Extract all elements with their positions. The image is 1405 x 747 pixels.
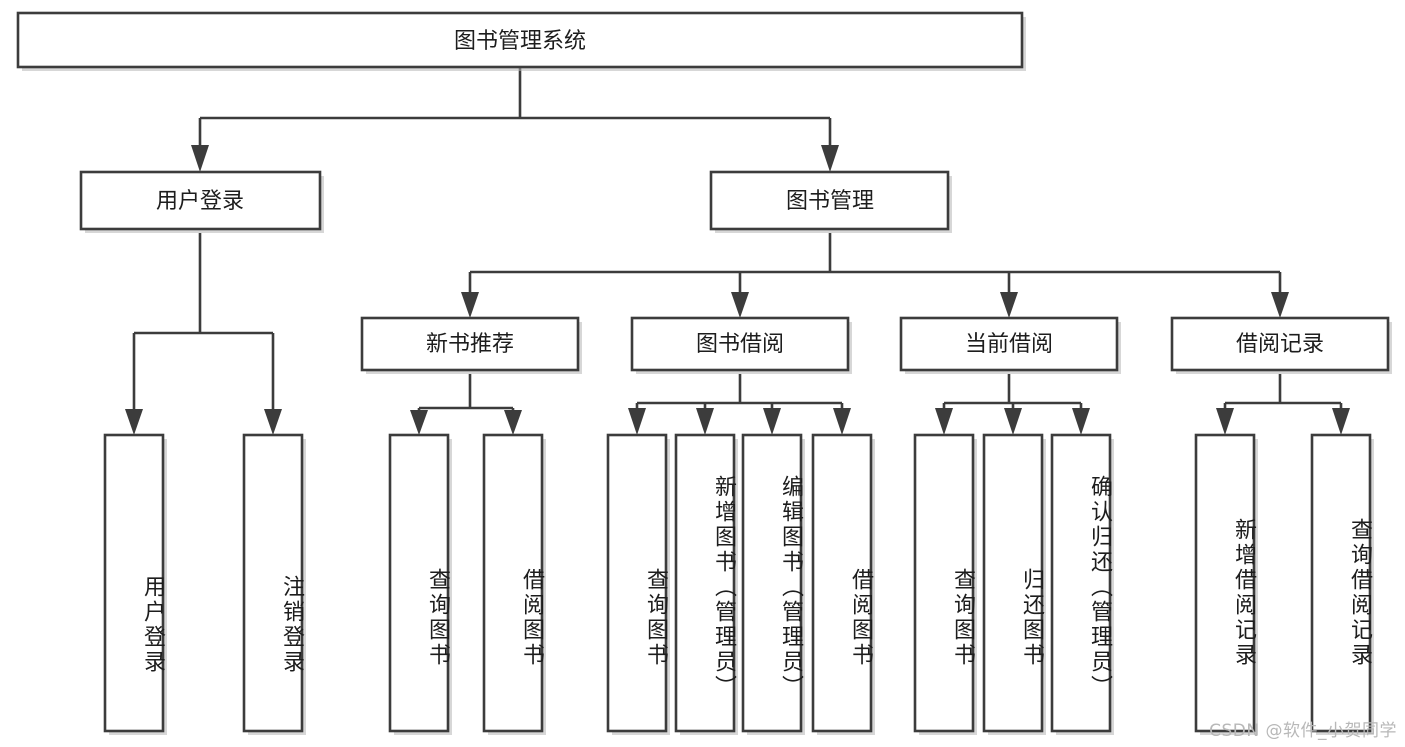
node-user-login-label: 用户登录 — [156, 189, 244, 214]
arrow-current-leaf-3 — [1072, 408, 1090, 435]
node-book-mgmt-label: 图书管理 — [786, 189, 874, 214]
arrow-record-leaf-2 — [1332, 408, 1350, 435]
arrow-borrow-leaf-4 — [833, 408, 851, 435]
leaf-record-2[interactable] — [1310, 433, 1372, 733]
leaf-current-1[interactable] — [913, 433, 975, 733]
arrow-recommend-leaf-2 — [504, 410, 522, 435]
node-current[interactable] — [899, 316, 1119, 372]
node-layer: 图书管理系统 用户登录 图书管理 新书推荐 图书借阅 当前借阅 借阅记录 — [16, 11, 1392, 735]
node-recommend-label: 新书推荐 — [426, 332, 514, 357]
node-record[interactable] — [1170, 316, 1390, 372]
arrow-user-login-leaf-1 — [125, 409, 143, 435]
node-user-login[interactable] — [79, 170, 322, 231]
watermark: CSDN @软件_小贺同学 — [1209, 721, 1397, 741]
arrow-level3-2 — [731, 292, 749, 318]
arrow-to-book-mgmt — [821, 145, 839, 172]
node-root-label: 图书管理系统 — [454, 29, 586, 54]
arrow-user-login-leaf-2 — [264, 409, 282, 435]
arrow-borrow-leaf-2 — [696, 408, 714, 435]
leaf-current-3[interactable] — [1050, 433, 1112, 733]
leaf-borrow-1[interactable] — [606, 433, 668, 733]
arrow-level3-1 — [461, 292, 479, 318]
node-borrow-label: 图书借阅 — [696, 332, 784, 357]
node-recommend[interactable] — [360, 316, 580, 372]
leaf-record-1[interactable] — [1194, 433, 1256, 733]
leaf-recommend-2[interactable] — [482, 433, 544, 733]
arrow-recommend-leaf-1 — [410, 410, 428, 435]
arrow-borrow-leaf-1 — [628, 408, 646, 435]
leaf-current-2[interactable] — [982, 433, 1044, 733]
node-borrow[interactable] — [630, 316, 850, 372]
arrow-record-leaf-1 — [1216, 408, 1234, 435]
arrow-current-leaf-1 — [935, 408, 953, 435]
arrow-level3-4 — [1271, 292, 1289, 318]
node-book-mgmt[interactable] — [709, 170, 950, 231]
leaf-borrow-3[interactable] — [741, 433, 803, 733]
arrow-current-leaf-2 — [1004, 408, 1022, 435]
node-record-label: 借阅记录 — [1236, 332, 1324, 357]
arrow-borrow-leaf-3 — [763, 408, 781, 435]
arrow-to-user-login — [191, 145, 209, 172]
leaf-user-login-1[interactable] — [103, 433, 165, 733]
leaf-user-login-2[interactable] — [242, 433, 304, 733]
node-current-label: 当前借阅 — [965, 332, 1053, 357]
leaf-recommend-1[interactable] — [388, 433, 450, 733]
leaf-borrow-4[interactable] — [811, 433, 873, 733]
node-root[interactable] — [16, 11, 1024, 69]
leaf-borrow-2[interactable] — [674, 433, 736, 733]
arrow-level3-3 — [1000, 292, 1018, 318]
connector-layer — [125, 68, 1350, 435]
